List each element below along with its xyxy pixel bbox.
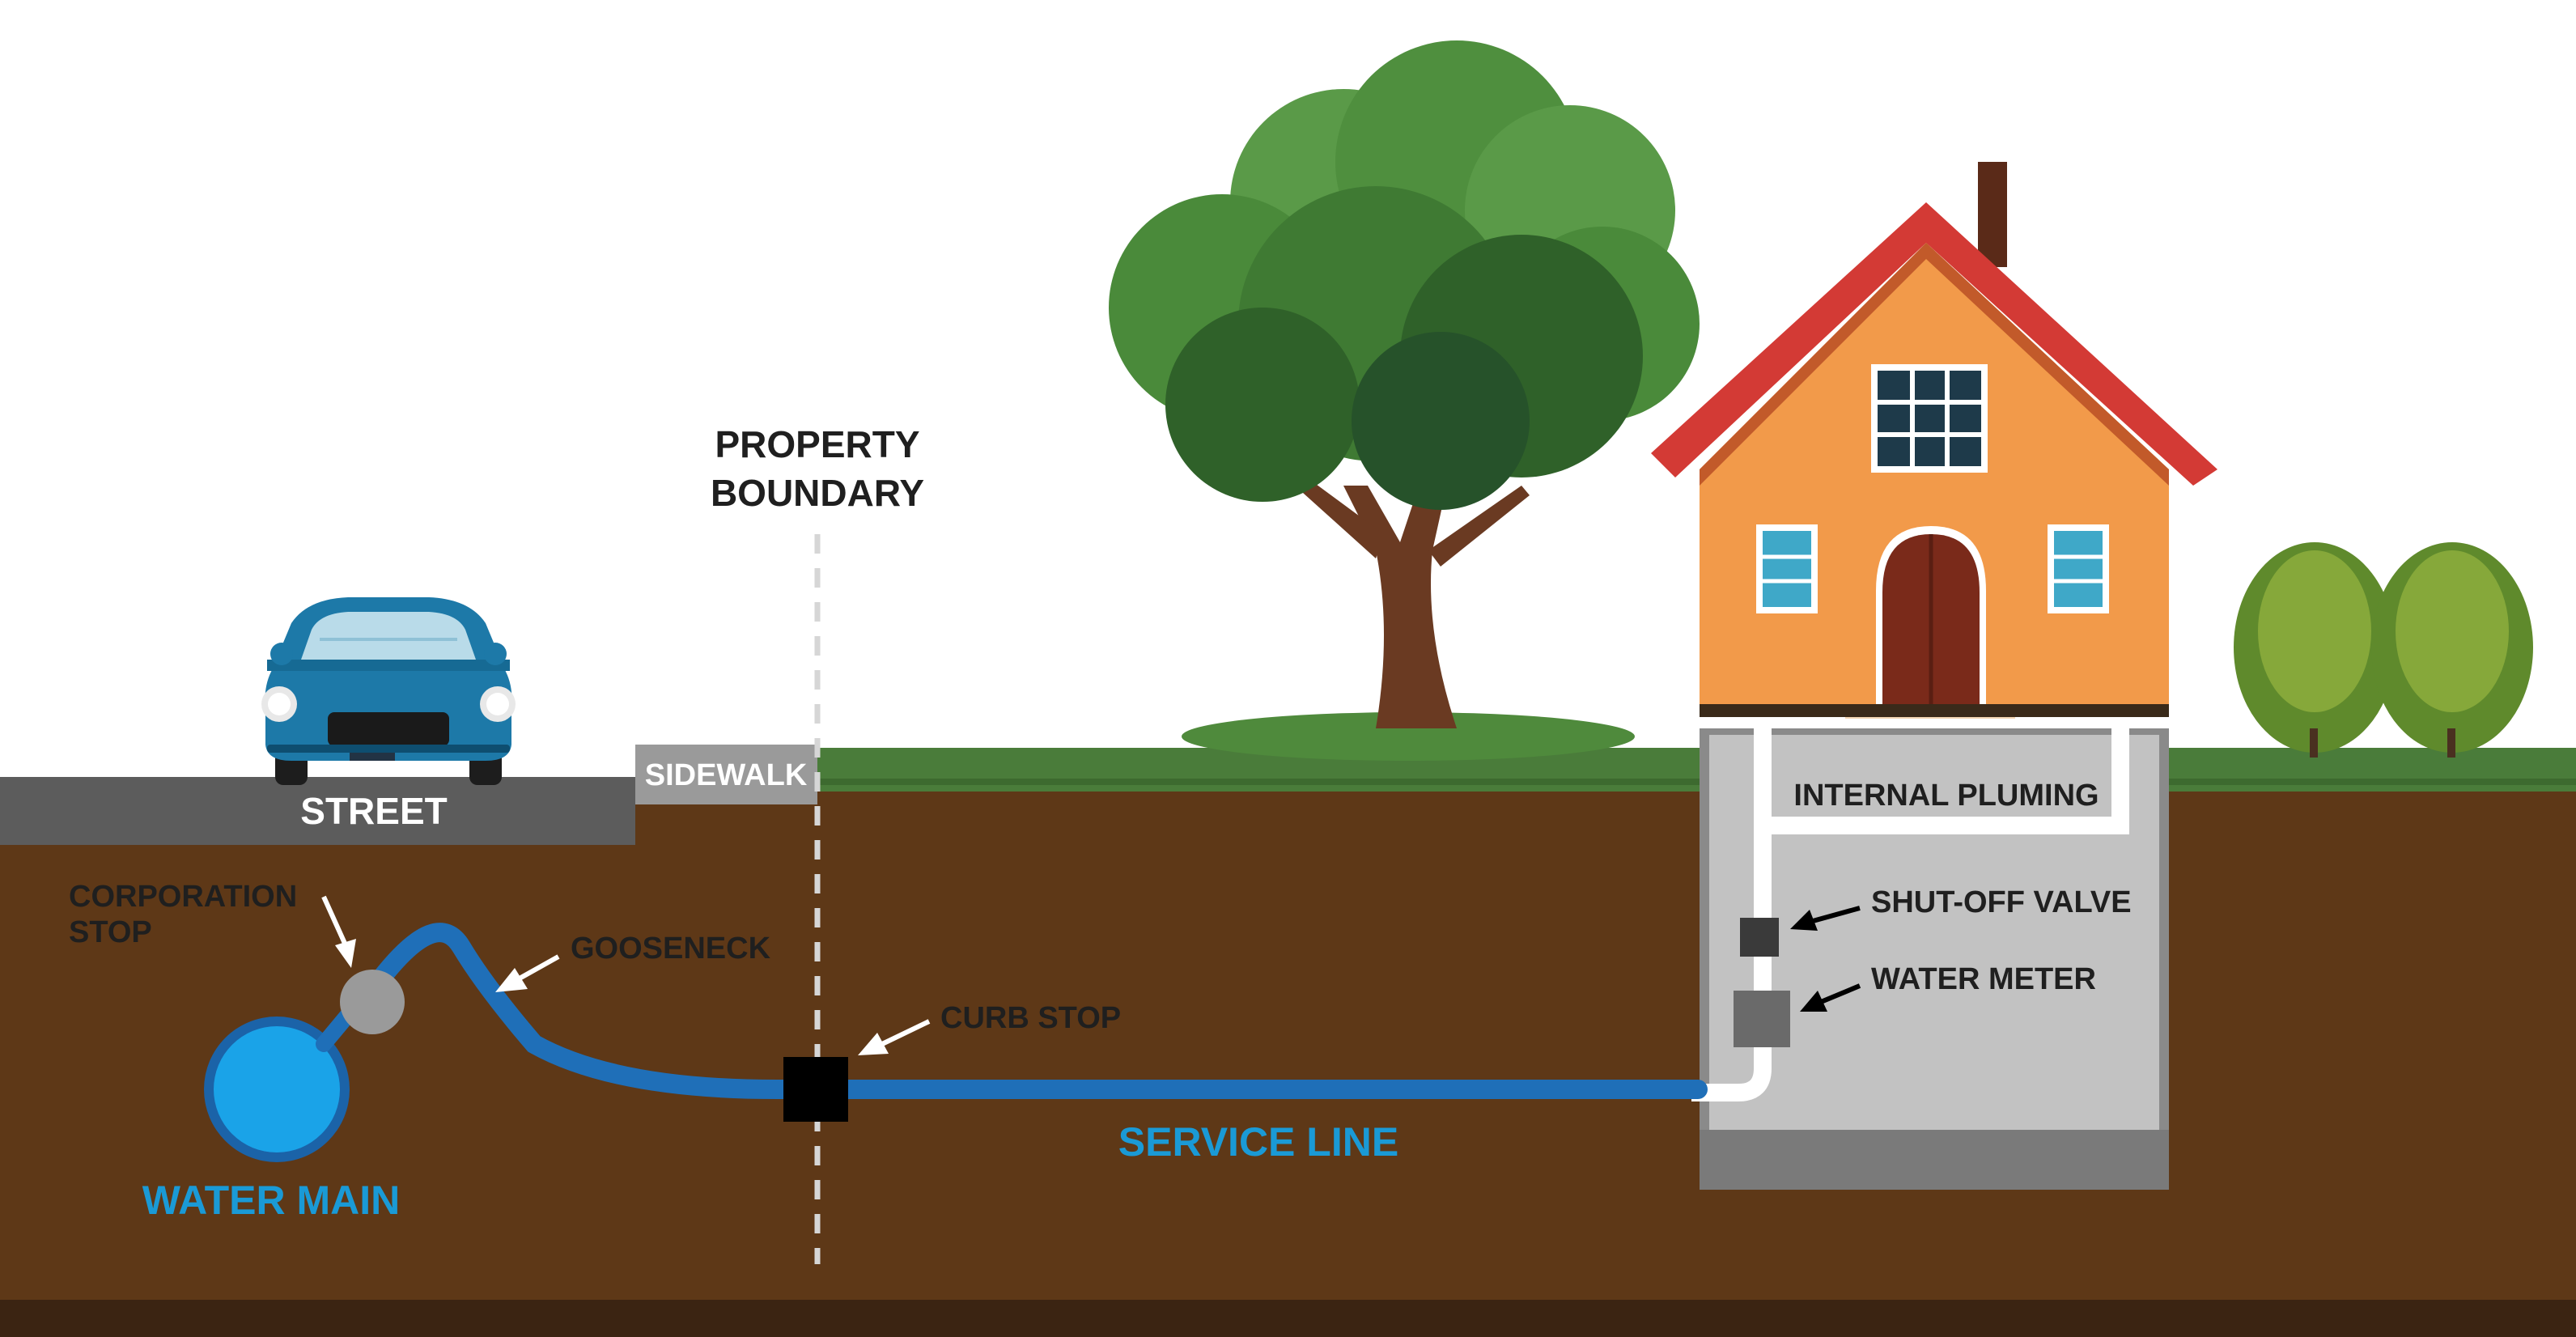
basement-floor [1700,1130,2169,1190]
callouts: CORPORATION STOP GOOSENECK CURB STOP SER… [69,779,2132,1165]
property-boundary-label-line2: BOUNDARY [711,472,924,514]
valves [783,918,1790,1122]
car-illustration [261,597,516,785]
street-label: STREET [300,790,447,832]
internal-plumbing-label: INTERNAL PLUMING [1793,779,2099,813]
service-pipe [371,923,1708,1099]
street-surface [0,777,635,845]
shut-off-valve-box [1740,918,1779,957]
service-line-pipe [371,923,1708,1099]
soil-bottom-layer [0,1300,2576,1337]
water-main-label: WATER MAIN [142,1178,400,1223]
water-main: WATER MAIN [142,970,405,1223]
corporation-stop-label-line2: STOP [69,915,152,949]
chimney [1978,162,2007,267]
corporation-stop-fitting [340,970,405,1034]
water-meter-label: WATER METER [1871,962,2096,996]
sidewalk-block [635,745,817,804]
house-illustration [1651,162,2217,719]
bushes-illustration [2234,542,2533,758]
ground: SIDEWALK STREET [0,745,2576,1337]
curb-stop-arrow [858,1019,931,1055]
basement-inner [1709,735,2159,1130]
internal-plumbing-pipes [1691,720,2129,1101]
grass-strip-dark-edge [817,779,2576,785]
water-meter-box [1734,991,1790,1047]
service-line-label: SERVICE LINE [1118,1119,1398,1165]
corporation-stop-arrow [321,895,356,968]
water-meter-arrow [1800,983,1861,1012]
curb-stop-valve [783,1057,848,1122]
shut-off-valve-arrow [1790,906,1861,931]
property-boundary-label-line1: PROPERTY [715,423,919,465]
shut-off-valve-label: SHUT-OFF VALVE [1871,885,2132,919]
property-boundary: PROPERTY BOUNDARY [711,423,924,1264]
gooseneck-label: GOOSENECK [571,932,771,966]
sidewalk-label: SIDEWALK [645,758,808,792]
tree-illustration [1109,40,1700,761]
water-main-pipe [214,1026,340,1152]
gooseneck-arrow [495,954,560,992]
basement [1700,728,2169,1190]
corporation-stop-label-line1: CORPORATION [69,880,297,914]
curb-stop-label: CURB STOP [940,1001,1121,1035]
